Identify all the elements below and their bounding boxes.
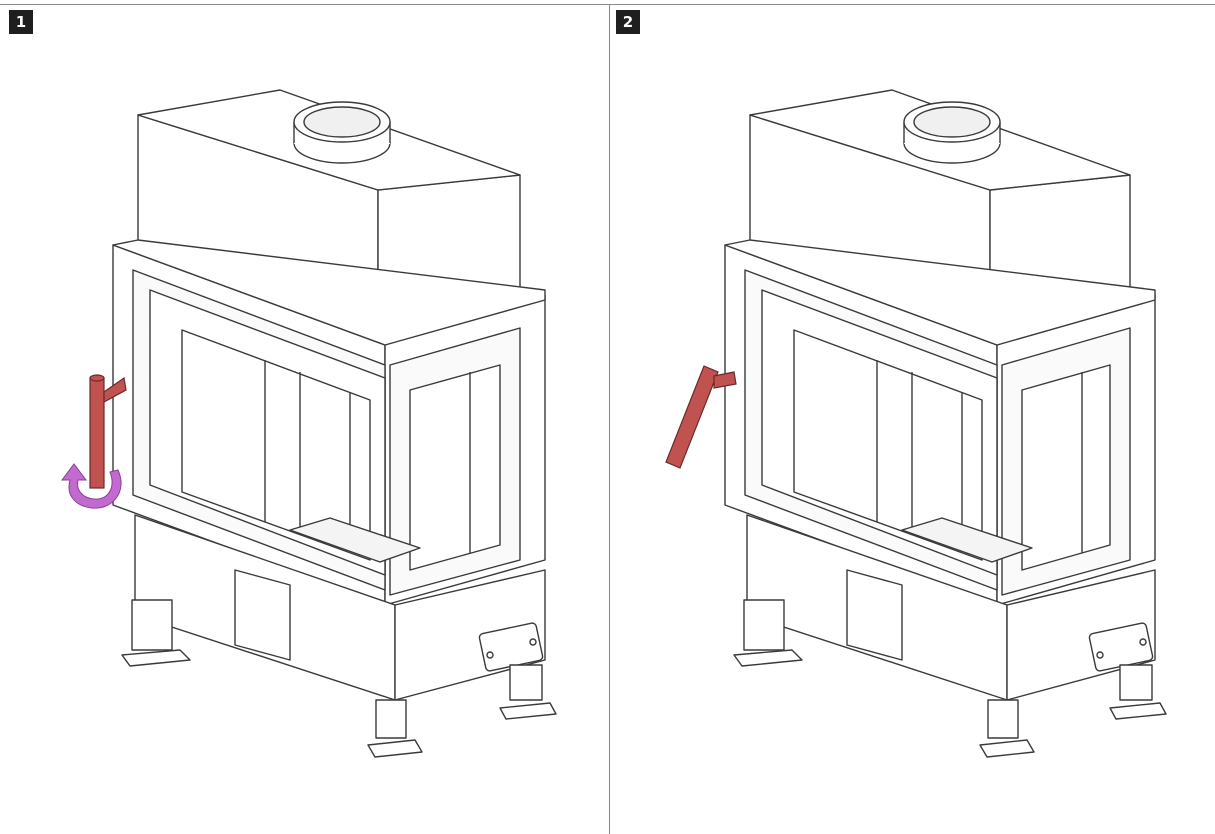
rotation-arrow — [61, 463, 122, 509]
fireplace-illustration — [61, 89, 557, 758]
firebox-top-ledge — [112, 239, 546, 346]
step-panel-2: 2 — [610, 0, 1215, 834]
door-handle — [89, 374, 127, 489]
foot-front-left — [121, 649, 191, 667]
side-glass-inner — [409, 364, 501, 571]
leg-front-right — [375, 699, 407, 739]
ash-drawer — [234, 569, 291, 661]
panel-divider — [609, 4, 610, 834]
step-number-badge: 1 — [9, 10, 33, 34]
grate — [289, 517, 421, 563]
leg-front-left — [131, 599, 173, 651]
leg-back-right — [509, 664, 543, 701]
door-handle — [665, 365, 737, 469]
foot-front-right — [367, 739, 423, 758]
top-rule — [0, 4, 1215, 5]
step-number-badge: 2 — [616, 10, 640, 34]
front-glass-inner — [181, 329, 371, 561]
fireplace-illustration — [665, 89, 1167, 758]
step-panel-1: 1 — [9, 10, 557, 758]
foot-back-right — [499, 702, 557, 720]
